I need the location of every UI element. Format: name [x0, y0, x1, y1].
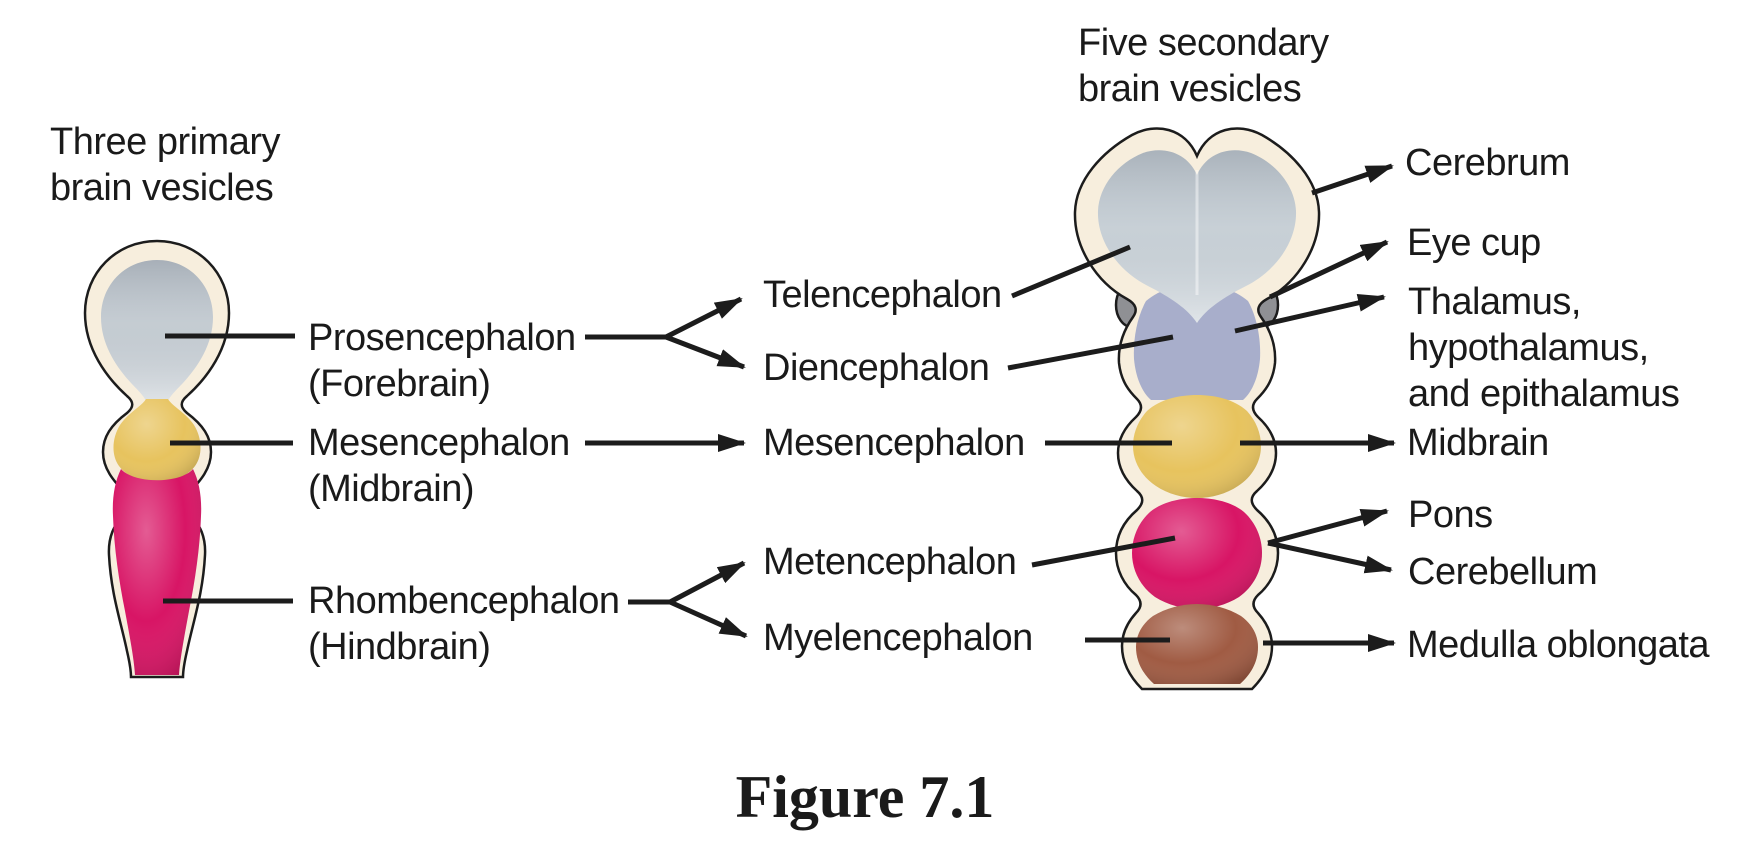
label-rhombencephalon: Rhombencephalon (Hindbrain)	[308, 578, 620, 670]
label-midbrain: Midbrain	[1407, 422, 1549, 464]
label-diencephalon: Diencephalon	[763, 347, 990, 389]
label-thalamus-group: Thalamus, hypothalamus, and epithalamus	[1408, 279, 1680, 417]
primary-column-heading: Three primary brain vesicles	[50, 119, 281, 211]
label-mesencephalon-primary: Mesencephalon (Midbrain)	[308, 420, 570, 512]
telencephalon-leader-line	[1011, 244, 1131, 299]
prosencephalon-name: Prosencephalon	[308, 317, 576, 359]
secondary-heading-line2: brain vesicles	[1078, 68, 1302, 110]
label-prosencephalon: Prosencephalon (Forebrain)	[308, 315, 576, 407]
connector-lines	[163, 163, 1396, 652]
mesencephalon-primary-shading	[113, 399, 201, 483]
pons-arrow	[1267, 508, 1389, 546]
rhombencephalon-to-myelencephalon-arrow	[668, 599, 748, 639]
prosencephalon-shading	[101, 260, 213, 401]
primary-vesicle-drawing	[83, 239, 231, 679]
eye-cup-arrow	[1268, 239, 1389, 300]
label-telencephalon: Telencephalon	[763, 274, 1002, 316]
prosencephalon-to-telencephalon-arrow	[664, 296, 743, 340]
label-metencephalon: Metencephalon	[763, 541, 1017, 583]
metencephalon-leader-line	[1031, 535, 1176, 568]
prosencephalon-to-diencephalon-arrow	[665, 334, 746, 370]
thalamus-line2: hypothalamus,	[1408, 327, 1649, 369]
myelencephalon-shading	[1136, 604, 1258, 684]
prosencephalon-common-name: (Forebrain)	[308, 363, 491, 405]
secondary-heading-line1: Five secondary	[1078, 22, 1329, 64]
label-pons: Pons	[1408, 494, 1493, 536]
metencephalon-shading	[1132, 498, 1262, 609]
label-cerebrum: Cerebrum	[1405, 142, 1570, 184]
label-medulla-oblongata: Medulla oblongata	[1407, 624, 1710, 666]
figure-caption: Figure 7.1	[735, 764, 995, 830]
label-myelencephalon: Myelencephalon	[763, 617, 1033, 659]
label-mesencephalon-secondary: Mesencephalon	[763, 422, 1025, 464]
mesencephalon-common-name: (Midbrain)	[308, 468, 475, 510]
cerebrum-arrow	[1311, 163, 1394, 196]
telencephalon-cerebrum-shading	[1097, 150, 1297, 323]
diencephalon-leader-line	[1007, 334, 1174, 371]
mesencephalon-secondary-shading	[1133, 395, 1261, 498]
label-eye-cup: Eye cup	[1407, 222, 1541, 264]
diencephalon-shape	[1133, 284, 1261, 400]
thalamus-line1: Thalamus,	[1408, 281, 1581, 323]
rhombencephalon-to-metencephalon-arrow	[668, 560, 746, 605]
thalamus-arrow	[1234, 294, 1386, 334]
cerebellum-arrow	[1267, 540, 1393, 574]
thalamus-line3: and epithalamus	[1408, 373, 1680, 415]
label-cerebellum: Cerebellum	[1408, 551, 1598, 593]
rhombencephalon-shading	[112, 469, 202, 675]
rhombencephalon-name: Rhombencephalon	[308, 580, 620, 622]
mesencephalon-primary-name: Mesencephalon	[308, 422, 570, 464]
primary-heading-line1: Three primary	[50, 121, 281, 163]
secondary-vesicle-drawing	[1073, 127, 1321, 691]
rhombencephalon-common-name: (Hindbrain)	[308, 626, 491, 668]
primary-heading-line2: brain vesicles	[50, 167, 274, 209]
secondary-column-heading: Five secondary brain vesicles	[1078, 20, 1329, 112]
